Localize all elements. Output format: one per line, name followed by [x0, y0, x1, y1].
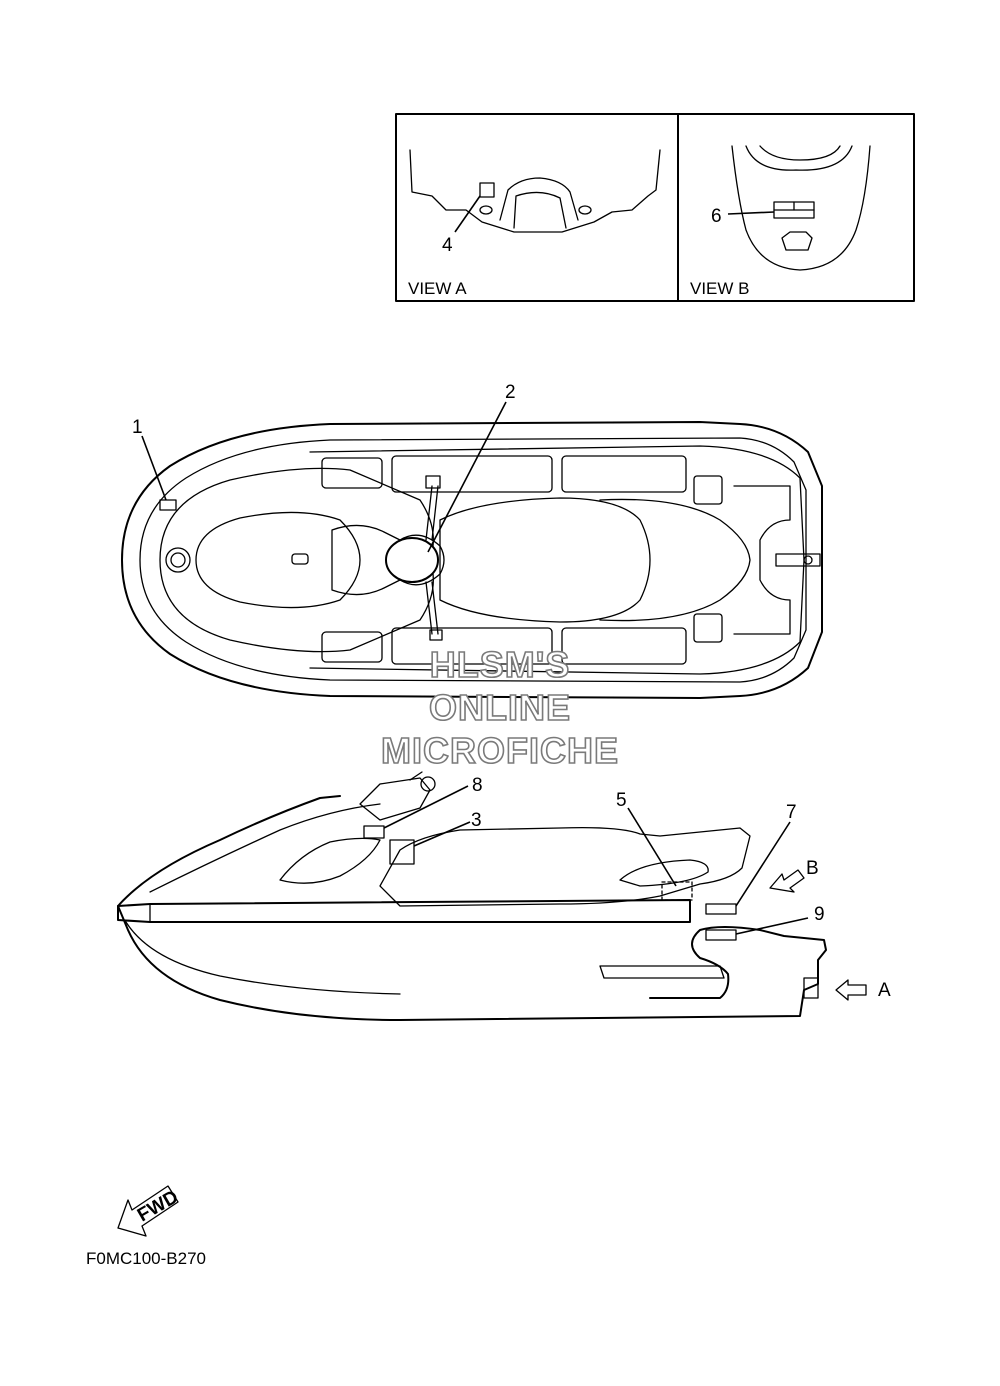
top-view-watercraft: 1 2: [121, 382, 823, 699]
view-a-label: VIEW A: [408, 279, 467, 298]
side-view-watercraft: 3 5 7 8 9 B A: [117, 771, 891, 1021]
view-b-arrow-icon: [769, 869, 805, 893]
fwd-arrow-icon: [117, 1185, 179, 1237]
callout-2: 2: [505, 382, 516, 403]
view-a-arrow-icon: [835, 979, 867, 1001]
inset-views-panel: 4 VIEW A 6 VIEW B: [395, 113, 915, 302]
figure-code: F0MC100-B270: [86, 1249, 206, 1268]
label-7-decal: [705, 903, 737, 915]
label-4-decal: [479, 182, 495, 198]
callout-5: 5: [616, 790, 627, 811]
callout-4: 4: [442, 235, 453, 256]
watermark-line-2: ONLINE: [429, 687, 571, 728]
label-3-decal: [389, 839, 415, 865]
view-a-drawing: 4 VIEW A: [408, 149, 661, 298]
fwd-direction-indicator: FWD: [117, 1185, 182, 1237]
callout-3: 3: [471, 810, 482, 831]
callout-1: 1: [132, 417, 143, 438]
label-8-decal: [363, 825, 385, 839]
label-9-decal: [705, 929, 737, 941]
inset-frame: [395, 113, 915, 302]
view-b-drawing: 6 VIEW B: [690, 145, 871, 298]
callout-7: 7: [786, 802, 797, 823]
arrow-a-label: A: [878, 980, 891, 1001]
watermark-line-1: HLSM'S: [430, 644, 571, 685]
callout-9: 9: [814, 904, 825, 925]
callout-6: 6: [711, 206, 722, 227]
view-b-label: VIEW B: [690, 279, 750, 298]
watermark-line-3: MICROFICHE: [381, 730, 619, 771]
watermark: HLSM'S ONLINE MICROFICHE: [380, 643, 619, 772]
callout-8: 8: [472, 775, 483, 796]
arrow-b-label: B: [806, 858, 819, 879]
label-5-decal: [661, 881, 693, 901]
label-1-decal: [159, 499, 177, 511]
